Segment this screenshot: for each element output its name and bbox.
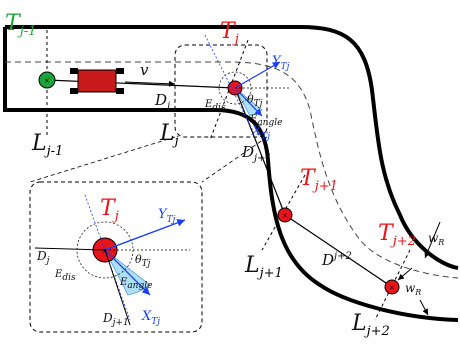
svg-text:Edis: Edis [54, 269, 76, 283]
zoom-connector-right [201, 136, 268, 183]
label-e-angle: E [249, 114, 258, 125]
label-t-next2: T [378, 221, 395, 246]
target-j1-cross: × [282, 211, 288, 222]
label-inset-d-cur: D [36, 249, 47, 263]
svg-text:XTj: XTj [251, 124, 270, 142]
svg-text:Dj: Dj [36, 249, 50, 266]
road-centerline [5, 61, 459, 279]
label-wr-bottom: w [405, 281, 416, 295]
label-inset-x-axis: X [141, 309, 152, 324]
label-x-axis: X [251, 124, 262, 139]
label-l-next: L [244, 253, 260, 278]
svg-text:Lj-1: Lj-1 [31, 131, 63, 159]
label-t-prev: T [5, 11, 22, 36]
svg-text:Dj+1: Dj+1 [102, 311, 129, 328]
svg-text:Edis: Edis [204, 99, 226, 113]
svg-text:θTj: θTj [135, 253, 151, 269]
svg-text:YTj: YTj [272, 54, 290, 72]
svg-text:Tj: Tj [220, 19, 239, 47]
label-inset-d-next: D [102, 311, 113, 325]
svg-text:Tj+2: Tj+2 [378, 221, 416, 249]
label-l-prev: L [31, 131, 47, 156]
label-y-axis: Y [272, 54, 282, 69]
target-j2-cross: × [389, 283, 395, 294]
road-inner-boundary [3, 27, 459, 322]
segment-d-j1 [234, 87, 286, 216]
label-t-inset: T [100, 196, 117, 221]
svg-text:Dj+1: Dj+1 [241, 143, 272, 164]
width-markers [397, 221, 441, 316]
label-inset-e-dis: E [54, 269, 63, 280]
zoom-source-box [174, 44, 268, 138]
label-d-cur: D [154, 91, 167, 109]
label-theta: θ [247, 93, 254, 106]
zoom-inset-frame [29, 181, 203, 333]
waypoint-cross: × [44, 76, 50, 87]
svg-text:Tj: Tj [100, 196, 119, 224]
svg-text:Lj+2: Lj+2 [351, 311, 390, 339]
svg-text:Dj+2: Dj+2 [321, 251, 352, 269]
svg-text:Lj: Lj [159, 121, 179, 149]
inset-content: × [34, 194, 190, 326]
normal-l-j2 [374, 249, 411, 321]
vehicle [70, 68, 124, 94]
label-t-next: T [300, 166, 317, 191]
label-wr-top: w [428, 231, 439, 245]
svg-text:wR: wR [405, 281, 421, 297]
svg-text:YTj: YTj [158, 207, 176, 225]
zoom-connector-left [29, 136, 176, 183]
label-d-next: D [241, 143, 254, 161]
svg-text:Tj+1: Tj+1 [300, 166, 338, 194]
label-inset-theta: θ [135, 253, 142, 266]
label-velocity: v [140, 61, 149, 79]
label-inset-y-axis: Y [158, 207, 168, 222]
target-j1 [277, 207, 293, 223]
label-inset-e-angle: E [119, 277, 128, 288]
start-waypoint [38, 71, 56, 89]
label-l-cur: L [159, 121, 175, 146]
label-t-cur: T [220, 19, 237, 44]
svg-text:XTj: XTj [141, 309, 160, 327]
svg-text:Dj: Dj [154, 91, 170, 112]
svg-text:Tj-1: Tj-1 [5, 11, 36, 39]
segment-d-j2 [284, 214, 393, 288]
svg-text:θTj: θTj [247, 93, 263, 109]
svg-text:Eangle: Eangle [249, 114, 282, 128]
target-j-main [204, 34, 290, 136]
road-outer-boundary [5, 25, 459, 270]
svg-text:wR: wR [428, 231, 444, 247]
label-d-next2: D [321, 251, 334, 269]
road-boundaries [3, 25, 459, 322]
label-e-dis: E [204, 99, 213, 110]
label-l-next2: L [351, 311, 367, 336]
svg-text:Lj+1: Lj+1 [244, 253, 283, 281]
segment-d-j [46, 79, 236, 89]
target-j2 [384, 279, 400, 295]
svg-text:Eangle: Eangle [119, 277, 152, 291]
velocity-arrow [124, 80, 176, 87]
